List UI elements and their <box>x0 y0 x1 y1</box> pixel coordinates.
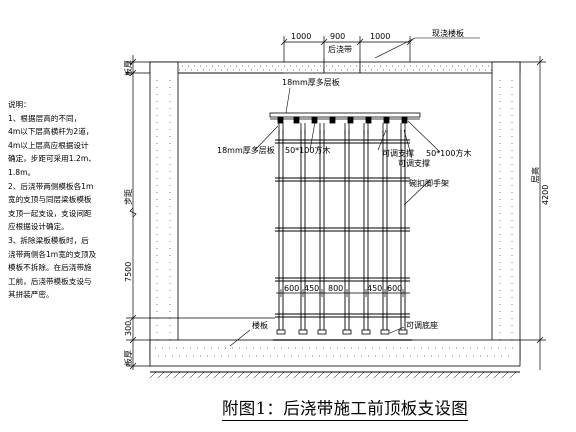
label-ketiao-zhicheng-1: 可调支撑 <box>382 148 414 158</box>
dim-top-3: 1000 <box>370 32 390 41</box>
scaffold-ledgers <box>275 139 410 318</box>
left-dim-7500: 7500 <box>124 262 133 282</box>
note-line: 支顶一起支设，支设间距 <box>8 208 92 218</box>
plywood-formwork <box>269 112 421 118</box>
note-line: 宽的支顶与同层梁板模板 <box>8 195 92 205</box>
right-dim-cenggao: 层高 <box>530 167 540 183</box>
label-louban: 楼板 <box>252 320 268 330</box>
note-line: 浇带两侧各1m宽的支顶及 <box>8 249 97 259</box>
note-line: 其拼装严密。 <box>8 290 54 300</box>
top-adjustable-supports <box>278 123 406 134</box>
label-wankou: 碗扣脚手架 <box>409 178 449 188</box>
dim-top-2: 900 <box>330 32 345 41</box>
note-line: 1、根据层高的不同， <box>8 113 82 123</box>
left-dim-banhou-bottom: 板厚 <box>123 350 133 366</box>
right-dimension-line <box>520 56 546 370</box>
figure-caption: 附图1：后浇带施工前顶板支设图 <box>222 395 468 421</box>
adjustable-bases <box>273 329 412 341</box>
right-dim-4200: 4200 <box>541 185 550 205</box>
design-notes: 说明： 1、根据层高的不同， 4m以下层高横杆为2道， 4m以上层高应根据设计 … <box>8 98 124 302</box>
left-dim-banhou-top: 板厚 <box>123 60 133 76</box>
right-column <box>491 61 521 361</box>
note-line: 模板不拆除。在后浇带施 <box>8 263 92 273</box>
note-line: 4m以上层高应根据设计 <box>8 140 89 150</box>
scaffold-uprights <box>278 130 406 330</box>
label-fangmu-right: 50*100方木 <box>426 148 471 158</box>
note-line: 2、后浇带两侧模板各1m <box>8 181 94 191</box>
note-line: 4m以下层高横杆为2道， <box>8 127 94 137</box>
timber-joists <box>277 116 408 124</box>
left-dim-bujv: 步距 <box>124 189 133 205</box>
left-dim-300: 300 <box>124 321 133 336</box>
left-dimension-line <box>126 55 275 370</box>
left-column <box>149 61 179 361</box>
note-line: 应根据设计确定。 <box>8 222 69 232</box>
label-duocengban-top: 18mm厚多层板 <box>282 77 340 87</box>
dim-bottom-2: 450 <box>304 284 319 293</box>
dim-bottom-5: 600 <box>387 284 402 293</box>
bottom-dimension-line <box>276 289 410 297</box>
note-line: 工前，后浇带模板支设与 <box>8 276 92 286</box>
dim-bottom-1: 600 <box>284 284 299 293</box>
top-dimension-line <box>280 36 414 62</box>
note-line: 确定，步距可采用1.2m、 <box>8 154 96 164</box>
note-line: 3、拆除梁板模板时，后 <box>8 235 89 245</box>
dim-bottom-4: 450 <box>367 284 382 293</box>
top-slab <box>149 61 521 74</box>
dim-bottom-3: 800 <box>328 284 343 293</box>
note-line: 1.8m。 <box>8 167 36 177</box>
leader-lines <box>229 37 480 347</box>
dim-top-1: 1000 <box>291 32 311 41</box>
label-fangmu-left: 50*100方木 <box>285 145 330 155</box>
label-duocengban-left: 18mm厚多层板 <box>217 145 275 155</box>
bottom-slab <box>149 339 521 367</box>
note-line: 说明： <box>8 100 31 109</box>
label-ketiao-dizuo: 可调底座 <box>406 320 438 330</box>
label-ketiao-zhicheng-2: 可调支撑 <box>398 158 430 168</box>
label-houjiaodai: 后浇带 <box>328 44 352 54</box>
label-xianjiao-louban: 现浇楼板 <box>432 28 464 38</box>
